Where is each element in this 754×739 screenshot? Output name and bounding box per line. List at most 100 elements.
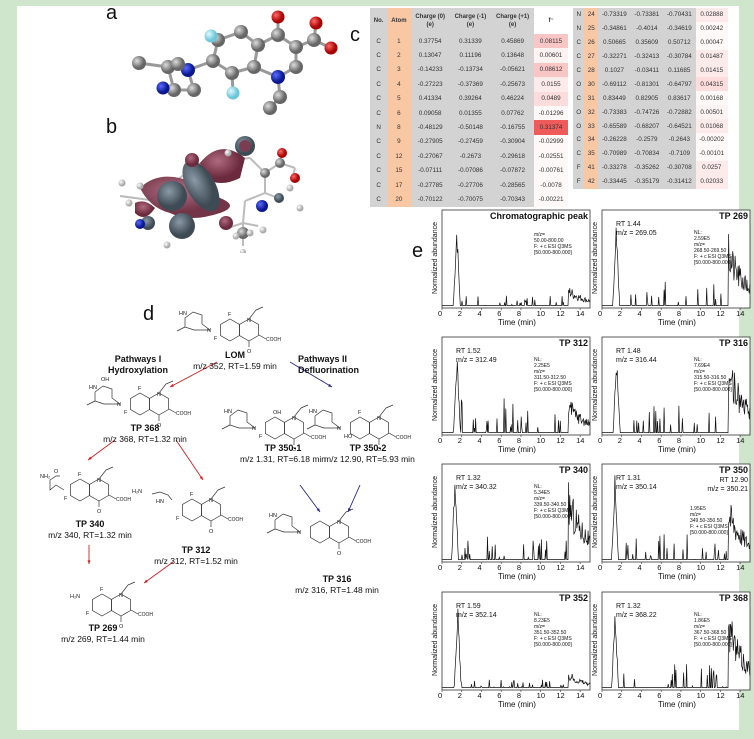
element-cell: C [576, 150, 582, 158]
tp350-2-n1-label: N [377, 416, 381, 422]
element-cell: C [376, 195, 381, 203]
tp350-2-piperazine [314, 409, 341, 429]
scan-info-line: m/z= [534, 369, 545, 375]
scan-info-line: 7.69E4 [694, 363, 710, 369]
element-cell: O [576, 108, 582, 116]
lom-ethyl [248, 309, 257, 320]
fukui-cell: 0.0489 [534, 91, 568, 106]
rt-value: RT 1.59 [456, 603, 481, 610]
chromatogram-trace [441, 608, 591, 689]
tp312-hn-label: HN [156, 499, 164, 505]
tp350-1-o-label: O [292, 447, 297, 453]
chromatogram-trace [601, 370, 751, 434]
atom-cell: 2 [387, 48, 411, 63]
rt-value: RT 1.52 [456, 348, 481, 355]
x-tick-label: 10 [696, 563, 705, 572]
charge0-cell: -0.14233 [417, 66, 443, 74]
charge0-cell: -0.48129 [417, 124, 443, 132]
x-tick-label: 10 [696, 691, 705, 700]
charge0-cell: -0.33445 [601, 178, 627, 186]
orbital-surface-b [118, 136, 304, 253]
tp368-piperazine [94, 385, 121, 405]
tp350-2-pip-hn-label: HN [309, 409, 317, 415]
arrow-lom-tp368-head [170, 383, 174, 387]
lom-c6-label: F [214, 336, 218, 342]
compound-info-tp368: m/z 368, RT=1.32 min [103, 434, 187, 444]
y-axis-label: Normalized abundance [432, 476, 439, 548]
scan-info-line: m/z= [534, 232, 545, 238]
compound-info-tp316: m/z 316, RT=1.48 min [295, 585, 379, 595]
plot-frame [441, 336, 591, 436]
tp368-ethyl2 [165, 380, 174, 385]
arrow-tp3501-tp316 [299, 484, 321, 513]
chargeplus-cell: 0.13648 [501, 52, 524, 60]
x-tick-label: 8 [516, 691, 522, 700]
scan-info-line: NL: [694, 357, 702, 363]
arrow-lom-tp350 [289, 361, 333, 388]
x-tick-label: 8 [676, 563, 682, 572]
fukui-cell: 0.00501 [695, 105, 728, 120]
x-tick-label: 0 [438, 309, 443, 318]
compound-name-tp316: TP 316 [322, 574, 352, 584]
charge0-cell: -0.07111 [418, 167, 443, 175]
scan-info-line: 1.95E5 [690, 506, 706, 512]
scan-info-line: NL: [534, 484, 542, 490]
scan-info-line: [50.000-800.000] [694, 260, 732, 266]
scan-info-line: F: + c ESI Q3MS [534, 508, 572, 514]
tp340-ring-a [70, 478, 90, 502]
lom-ethyl2 [255, 306, 264, 311]
scan-info-line: NL: [694, 612, 702, 618]
atom-cell: 31 [584, 91, 599, 106]
chromatogram-title: Chromatographic peak [489, 211, 588, 221]
fukui-cell: 0.08115 [534, 34, 568, 49]
x-tick-label: 6 [657, 309, 662, 318]
tp340-ethyl [98, 469, 107, 480]
pathway-diagram: NOCOOHFFNHNNOCOOHFFNHNOHNOCOOHFOHNHNNOCO… [40, 306, 411, 630]
tp368-o-label: O [157, 423, 162, 429]
x-tick-label: 12 [716, 563, 725, 572]
x-tick-label: 6 [657, 563, 662, 572]
chargeminus-cell: 0.31339 [459, 37, 482, 45]
x-axis-label: Time (min) [658, 572, 696, 581]
mz-value: m/z = 312.49 [456, 357, 497, 364]
x-tick-label: 6 [497, 691, 502, 700]
atom-cell: 1 [387, 34, 411, 49]
rt-value: RT 1.48 [616, 348, 641, 355]
retention-time-label: RT 1.52 m/z = 312.49 [456, 347, 497, 365]
fukui-cell: 0.01068 [695, 119, 728, 134]
tp350-1-methyl [221, 424, 231, 430]
arrow-tp368-tp340 [87, 439, 116, 461]
mz-value: m/z = 350.14 [616, 484, 657, 491]
x-tick-label: 12 [716, 309, 725, 318]
tp316-methyl [266, 528, 276, 534]
tp350-1-pip-n-label: N [252, 426, 256, 432]
scan-info-line: F: + c ESI Q3MS [694, 636, 732, 642]
chromatogram-title: TP 312 [559, 338, 588, 348]
x-axis-label: Time (min) [498, 700, 536, 709]
element-cell: F [576, 164, 581, 172]
x-tick-label: 4 [477, 691, 482, 700]
rt-value: RT 1.44 [616, 221, 641, 228]
x-tick-label: 2 [617, 691, 622, 700]
x-tick-label: 6 [657, 691, 662, 700]
x-tick-label: 4 [637, 309, 642, 318]
tp350-1-c6-label: F [259, 434, 263, 440]
x-tick-label: 0 [598, 309, 603, 318]
fukui-cell: -0.00202 [695, 133, 728, 147]
tp269-ethyl2 [127, 581, 136, 586]
compound-info-tp350-2: m/z 12.90, RT=5.93 min [324, 454, 415, 464]
tp368-n1-label: N [157, 392, 161, 398]
chargeplus-cell: -0.25673 [500, 80, 526, 88]
x-tick-label: 6 [497, 309, 502, 318]
tp269-acid [130, 609, 139, 615]
lom-c8-label: F [228, 312, 232, 318]
atom-cell: 32 [584, 105, 599, 120]
panel-label-a: a [106, 2, 118, 24]
chromatogram-plot [441, 209, 591, 310]
